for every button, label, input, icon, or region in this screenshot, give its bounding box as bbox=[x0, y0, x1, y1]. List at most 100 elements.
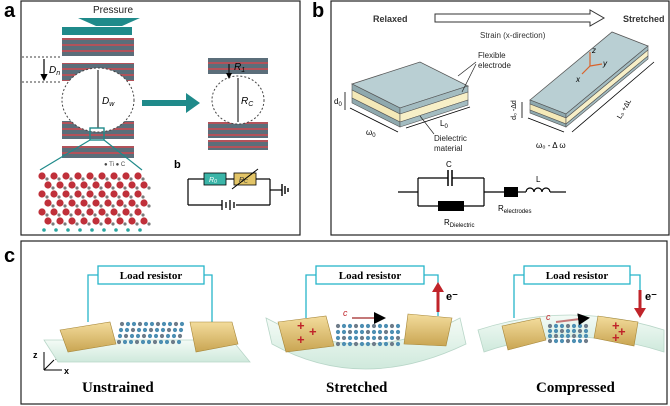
ion-dot bbox=[129, 333, 135, 339]
ion-dot bbox=[377, 323, 383, 329]
ti-atom bbox=[128, 199, 136, 207]
c-atom bbox=[63, 204, 67, 208]
ion-dot bbox=[395, 323, 401, 329]
ion-dot bbox=[119, 321, 125, 327]
ion-dot bbox=[143, 321, 149, 327]
atoms-legend: ● Ti ● C bbox=[104, 162, 126, 168]
ti-atom bbox=[68, 217, 76, 225]
dw-label: Dw bbox=[102, 96, 115, 108]
zoom-box bbox=[89, 127, 105, 141]
ion-dot bbox=[164, 339, 170, 345]
right-electrode-1 bbox=[189, 321, 239, 353]
ti-atom bbox=[86, 208, 94, 216]
ion-dot bbox=[135, 333, 141, 339]
ion-dot bbox=[335, 335, 341, 341]
ion-dots-1 bbox=[116, 321, 185, 345]
dielectric-line1: Dielectric bbox=[434, 134, 467, 143]
ion-dot bbox=[371, 323, 377, 329]
ti-atom bbox=[134, 172, 142, 180]
ion-dot bbox=[577, 328, 583, 334]
ion-dot bbox=[140, 339, 146, 345]
ion-dot bbox=[347, 329, 353, 335]
stretched-slab bbox=[529, 31, 649, 128]
ion-dot bbox=[583, 338, 589, 344]
svg-text:z: z bbox=[591, 46, 596, 55]
c-atom bbox=[99, 186, 103, 190]
c-atom bbox=[123, 186, 127, 190]
surface-atom bbox=[102, 228, 106, 232]
ion-dot bbox=[359, 335, 365, 341]
ion-dot bbox=[565, 333, 571, 339]
c-atom bbox=[135, 204, 139, 208]
c-atom bbox=[111, 222, 115, 226]
ion-dot bbox=[583, 333, 589, 339]
ion-dots-3 bbox=[547, 323, 589, 344]
ion-dot bbox=[341, 341, 347, 347]
ti-atom bbox=[50, 172, 58, 180]
ti-atom bbox=[38, 208, 46, 216]
c-atom bbox=[141, 177, 145, 181]
surface-atom bbox=[54, 228, 58, 232]
ti-atom bbox=[56, 181, 64, 189]
c-atom bbox=[123, 204, 127, 208]
c-atom bbox=[51, 222, 55, 226]
ion-dot bbox=[395, 341, 401, 347]
c-atom bbox=[147, 186, 151, 190]
svg-text:z: z bbox=[33, 350, 38, 360]
svg-text:x: x bbox=[64, 366, 69, 376]
ion-dot bbox=[142, 327, 148, 333]
ti-atom bbox=[38, 190, 46, 198]
c-atom bbox=[99, 204, 103, 208]
c-atom bbox=[51, 186, 55, 190]
c-atom bbox=[105, 213, 109, 217]
pressure-label: Pressure bbox=[93, 5, 133, 16]
electron-label-2: e⁻ bbox=[645, 291, 657, 303]
c-atom bbox=[63, 222, 67, 226]
ion-dot bbox=[341, 323, 347, 329]
ion-dot bbox=[359, 341, 365, 347]
inductor-label: L bbox=[536, 175, 541, 184]
dielectric-line2: material bbox=[434, 144, 463, 153]
strain-arrow-icon bbox=[434, 9, 606, 27]
ion-dot bbox=[171, 333, 177, 339]
ion-dot bbox=[577, 333, 583, 339]
ion-dot bbox=[347, 341, 353, 347]
d0-label: d0 bbox=[334, 97, 342, 108]
l0-label: L0 bbox=[440, 119, 448, 130]
inset-circuit: R0 RC bbox=[187, 168, 289, 210]
surface-atom bbox=[66, 228, 70, 232]
panel-b: b Relaxed Stretched Strain (x-direction)… bbox=[312, 0, 670, 236]
c-atom bbox=[129, 177, 133, 181]
rc-label: RC bbox=[241, 96, 254, 108]
ion-dot bbox=[117, 333, 123, 339]
ti-atom bbox=[44, 199, 52, 207]
c-atom bbox=[99, 222, 103, 226]
c-atom bbox=[69, 213, 73, 217]
c-atom bbox=[69, 177, 73, 181]
ion-dot bbox=[377, 341, 383, 347]
ti-atom bbox=[50, 190, 58, 198]
ion-dot bbox=[577, 323, 583, 329]
right-electrode-2 bbox=[403, 313, 453, 347]
ion-dot bbox=[122, 339, 128, 345]
ion-dot bbox=[553, 323, 559, 329]
ion-dot bbox=[146, 339, 152, 345]
ti-atom bbox=[50, 208, 58, 216]
ti-atom bbox=[140, 217, 148, 225]
c-atom bbox=[93, 177, 97, 181]
electron-label-1: e⁻ bbox=[446, 291, 458, 303]
ion-dot bbox=[377, 335, 383, 341]
ion-dot bbox=[371, 341, 377, 347]
load-resistor-label-1: Load resistor bbox=[120, 270, 183, 282]
ion-dot bbox=[553, 338, 559, 344]
ion-dot bbox=[371, 335, 377, 341]
c-atom bbox=[51, 204, 55, 208]
ion-dot bbox=[179, 321, 185, 327]
surface-atom bbox=[78, 228, 82, 232]
ion-dot bbox=[147, 333, 153, 339]
variable-arrow-icon bbox=[231, 168, 259, 190]
c-atom bbox=[141, 213, 145, 217]
relaxed-label: Relaxed bbox=[373, 14, 408, 24]
ti-atom bbox=[98, 190, 106, 198]
c-atom bbox=[87, 186, 91, 190]
